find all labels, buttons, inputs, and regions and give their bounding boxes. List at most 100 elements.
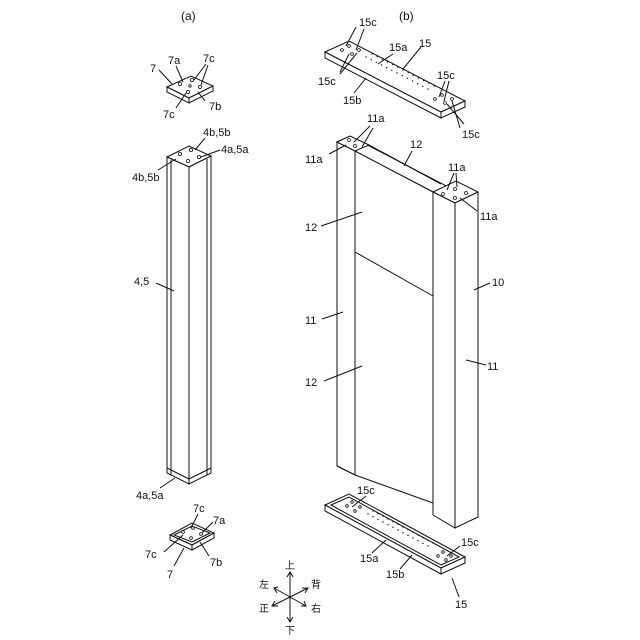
nail-dot xyxy=(412,537,413,538)
label-4a5a-top-right: 4a,5a xyxy=(221,144,249,156)
label-11a-2: 11a xyxy=(305,154,323,166)
nail-dot xyxy=(392,64,393,65)
nail-dot xyxy=(423,80,424,81)
label-11-left: 11 xyxy=(305,315,316,327)
nail-dot xyxy=(402,75,403,76)
nail-dot xyxy=(412,80,413,81)
nail-dot xyxy=(377,56,378,57)
label-10: 10 xyxy=(492,277,504,289)
nail-dot xyxy=(381,64,382,65)
nail-dot xyxy=(371,53,372,54)
nail-dot xyxy=(418,77,419,78)
label-11a-1: 11a xyxy=(367,113,385,125)
nail-dot xyxy=(396,72,397,73)
nail-dot xyxy=(391,70,392,71)
nail-dot xyxy=(433,85,434,86)
compass-front: 正 xyxy=(259,604,269,615)
label-15c-top-4: 15c xyxy=(462,129,480,141)
nail-dot xyxy=(422,537,423,538)
nail-dot xyxy=(386,67,387,68)
nail-dot xyxy=(387,524,388,525)
nail-dot xyxy=(417,534,418,535)
label-7c-bottom-upper: 7c xyxy=(193,503,205,515)
nail-dot xyxy=(397,529,398,530)
nail-dot xyxy=(407,78,408,79)
nail-dot xyxy=(413,75,414,76)
nail-dot xyxy=(428,83,429,84)
label-7c-top-lower: 7c xyxy=(163,109,175,121)
nail-dot xyxy=(367,513,368,514)
nail-dot xyxy=(365,56,366,57)
nail-dot xyxy=(382,516,383,517)
label-15a-top: 15a xyxy=(389,42,408,54)
nail-dot xyxy=(377,519,378,520)
nail-dot xyxy=(417,540,418,541)
label-15b-bottom: 15b xyxy=(386,569,404,581)
label-15c-top-1: 15c xyxy=(359,17,377,29)
nail-dot xyxy=(372,510,373,511)
nail-dot xyxy=(422,543,423,544)
compass-left: 左 xyxy=(259,578,269,591)
label-7c-bottom-lower: 7c xyxy=(145,549,157,561)
label-7b-bottom: 7b xyxy=(210,557,222,569)
label-15c-top-3: 15c xyxy=(437,70,455,82)
nail-dot xyxy=(372,516,373,517)
label-12-low: 12 xyxy=(305,377,317,389)
label-15b-top: 15b xyxy=(343,95,361,107)
label-12-top: 12 xyxy=(410,139,422,151)
nail-dot xyxy=(427,88,428,89)
nail-dot xyxy=(427,540,428,541)
column-4-5 xyxy=(167,146,211,484)
label-7a-top: 7a xyxy=(168,55,181,67)
label-15a-bottom: 15a xyxy=(360,553,379,565)
label-7-bottom: 7 xyxy=(167,569,173,581)
nail-dot xyxy=(382,59,383,60)
nail-dot xyxy=(408,72,409,73)
nail-dot xyxy=(407,529,408,530)
nail-dot xyxy=(407,535,408,536)
label-15-top: 15 xyxy=(419,38,431,50)
caption-a: (a) xyxy=(181,9,196,23)
nail-dot xyxy=(387,518,388,519)
nail-dot xyxy=(432,542,433,543)
nail-dot xyxy=(382,521,383,522)
label-7a-bottom: 7a xyxy=(213,515,226,527)
compass-down: 下 xyxy=(285,626,295,637)
nail-dot xyxy=(402,69,403,70)
nail-dot xyxy=(371,59,372,60)
label-4b5b-top-left: 4b,5b xyxy=(132,172,160,184)
label-15c-bottom-1: 15c xyxy=(357,485,375,497)
nail-dot xyxy=(387,61,388,62)
compass-up: 上 xyxy=(285,560,295,572)
label-4-5: 4,5 xyxy=(134,276,149,288)
direction-compass xyxy=(272,572,308,622)
nail-dot xyxy=(422,86,423,87)
label-11-right: 11 xyxy=(487,361,498,373)
nail-dot xyxy=(392,521,393,522)
nail-dot xyxy=(397,524,398,525)
label-15c-bottom-2: 15c xyxy=(461,537,479,549)
compass-right: 右 xyxy=(311,602,321,615)
nail-dot xyxy=(392,527,393,528)
label-15c-top-2: 15c xyxy=(318,76,336,88)
nail-dot xyxy=(417,83,418,84)
nail-dot xyxy=(402,526,403,527)
label-7-top: 7 xyxy=(150,63,156,75)
label-4a5a-bottom: 4a,5a xyxy=(136,490,164,502)
label-4b5b-top-right: 4b,5b xyxy=(203,127,231,139)
compass-back: 背 xyxy=(311,578,321,591)
nail-dot xyxy=(427,545,428,546)
plate-7-top xyxy=(167,76,213,103)
nail-dot xyxy=(412,532,413,533)
label-12-mid: 12 xyxy=(305,222,317,234)
nail-dot xyxy=(377,513,378,514)
label-11a-4: 11a xyxy=(480,211,498,223)
label-15-bottom: 15 xyxy=(455,599,467,611)
nail-dot xyxy=(376,62,377,63)
nail-dot xyxy=(397,67,398,68)
label-7c-top-upper: 7c xyxy=(203,53,215,65)
nail-dot xyxy=(402,532,403,533)
caption-b: (b) xyxy=(399,9,414,23)
label-11a-3: 11a xyxy=(448,162,466,174)
